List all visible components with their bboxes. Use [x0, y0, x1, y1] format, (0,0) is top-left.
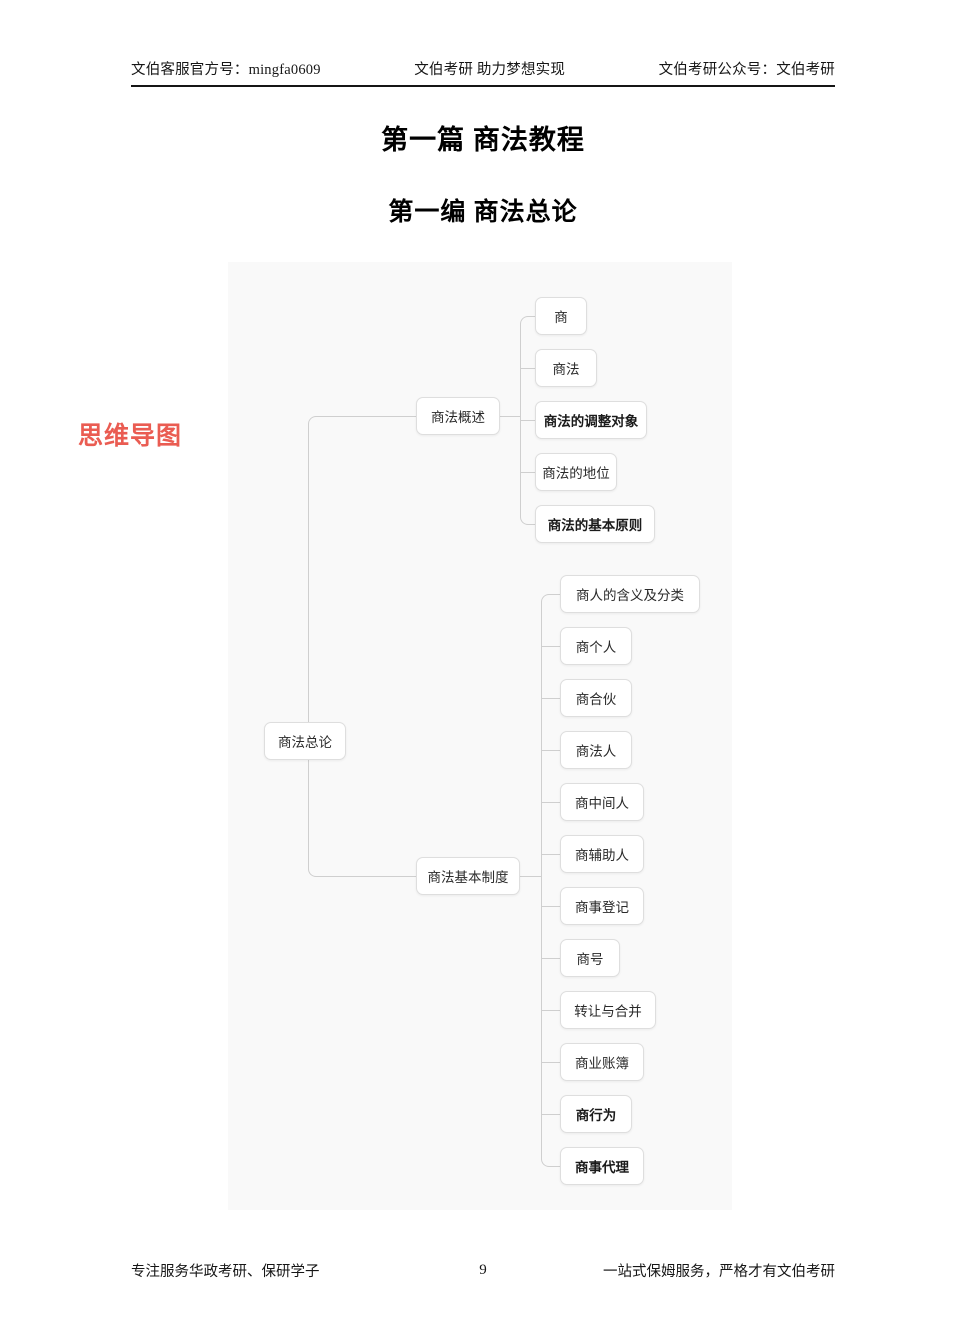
- mindmap-branch-node-1[interactable]: 商法概述: [416, 397, 500, 435]
- connector-line: [541, 1010, 560, 1011]
- connector-line: [541, 802, 560, 803]
- connector-line: [541, 602, 542, 1158]
- mindmap-leaf-node[interactable]: 商个人: [560, 627, 632, 665]
- header-left-text: 文伯客服官方号：mingfa0609: [131, 62, 321, 78]
- connector-line: [500, 416, 521, 417]
- connector-line: [520, 420, 535, 421]
- mindmap-leaf-node[interactable]: 商号: [560, 939, 620, 977]
- mindmap-leaf-node[interactable]: 商法的调整对象: [535, 401, 647, 439]
- mindmap-leaf-node[interactable]: 商法的基本原则: [535, 505, 655, 543]
- connector-line: [541, 1062, 560, 1063]
- page-number: 9: [479, 1261, 487, 1278]
- mindmap-leaf-node[interactable]: 商中间人: [560, 783, 644, 821]
- mindmap-leaf-node[interactable]: 商合伙: [560, 679, 632, 717]
- mindmap-leaf-node[interactable]: 商行为: [560, 1095, 632, 1133]
- header-center-text: 文伯考研 助力梦想实现: [414, 62, 566, 78]
- mindmap-branch-node-2[interactable]: 商法基本制度: [416, 857, 520, 895]
- mindmap-leaf-node[interactable]: 商人的含义及分类: [560, 575, 700, 613]
- connector-line: [541, 698, 560, 699]
- mindmap-leaf-node[interactable]: 商法人: [560, 731, 632, 769]
- connector-line: [520, 472, 535, 473]
- page-header: 文伯客服官方号：mingfa0609 文伯考研 助力梦想实现 文伯考研公众号：文…: [131, 58, 835, 84]
- connector-line: [528, 316, 535, 317]
- connector-elbow: [308, 868, 317, 877]
- connector-line: [549, 594, 560, 595]
- connector-line: [316, 876, 416, 877]
- footer-right-text: 一站式保姆服务，严格才有文伯考研: [603, 1263, 835, 1280]
- connector-line: [541, 906, 560, 907]
- connector-line: [541, 958, 560, 959]
- connector-elbow: [308, 416, 317, 425]
- mindmap-leaf-node[interactable]: 商: [535, 297, 587, 335]
- connector-line: [520, 876, 542, 877]
- connector-line: [528, 524, 535, 525]
- mindmap-leaf-node[interactable]: 商法: [535, 349, 597, 387]
- connector-line: [541, 646, 560, 647]
- connector-line: [541, 1114, 560, 1115]
- connector-line: [308, 424, 309, 868]
- connector-line: [541, 854, 560, 855]
- footer-left-text: 专注服务华政考研、保研学子: [131, 1263, 320, 1280]
- mindmap-leaf-node[interactable]: 商事登记: [560, 887, 644, 925]
- connector-line: [520, 368, 535, 369]
- mindmap-canvas: 商法总论 商法概述商法基本制度 商商法商法的调整对象商法的地位商法的基本原则商人的含…: [228, 262, 732, 1210]
- connector-line: [316, 416, 416, 417]
- mindmap-leaf-node[interactable]: 商辅助人: [560, 835, 644, 873]
- section-title: 第一编 商法总论: [388, 199, 578, 226]
- connector-elbow: [541, 594, 550, 603]
- header-divider: [131, 85, 835, 87]
- connector-elbow: [541, 1158, 550, 1167]
- mindmap-leaf-node[interactable]: 商事代理: [560, 1147, 644, 1185]
- connector-line: [549, 1166, 560, 1167]
- connector-elbow: [520, 516, 529, 525]
- page-footer: 专注服务华政考研、保研学子 9 一站式保姆服务，严格才有文伯考研: [131, 1258, 835, 1282]
- part-title: 第一篇 商法教程: [381, 125, 585, 155]
- mindmap-graph: 商法总论 商法概述商法基本制度 商商法商法的调整对象商法的地位商法的基本原则商人的含…: [228, 262, 732, 1210]
- connector-elbow: [520, 316, 529, 325]
- mindmap-leaf-node[interactable]: 商业账簿: [560, 1043, 644, 1081]
- header-right-text: 文伯考研公众号：文伯考研: [658, 62, 835, 78]
- mindmap-root-node[interactable]: 商法总论: [264, 722, 346, 760]
- mindmap-side-label: 思维导图: [78, 422, 183, 450]
- mindmap-leaf-node[interactable]: 商法的地位: [535, 453, 617, 491]
- connector-line: [541, 750, 560, 751]
- mindmap-leaf-node[interactable]: 转让与合并: [560, 991, 656, 1029]
